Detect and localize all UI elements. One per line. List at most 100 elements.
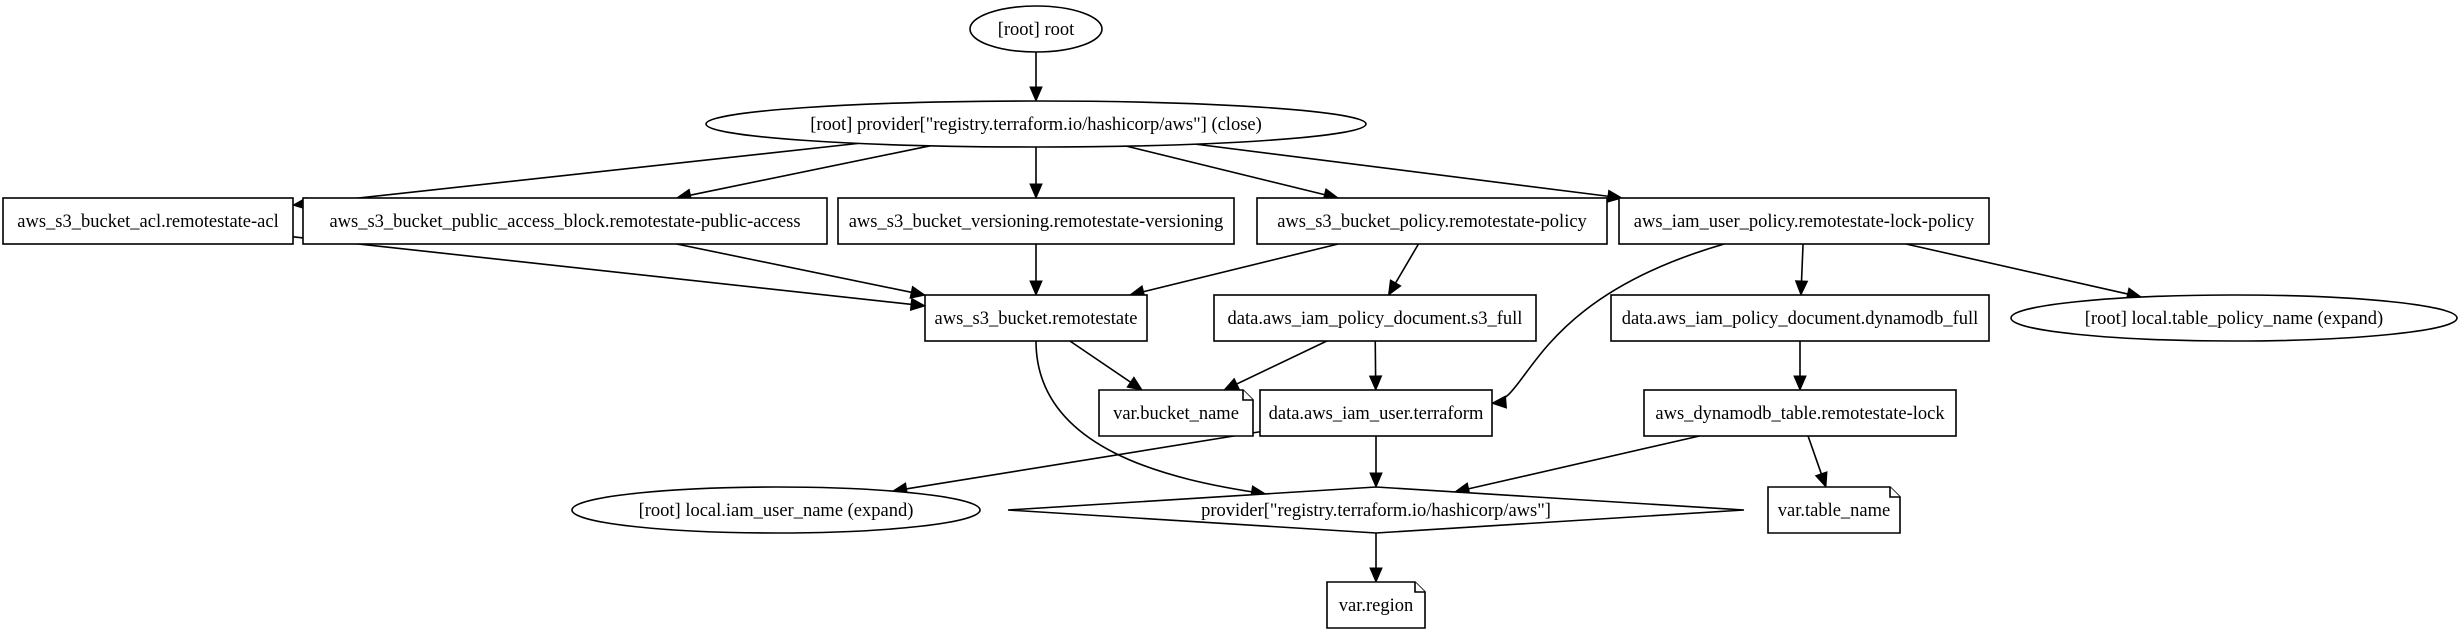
box-shape	[924, 294, 1148, 342]
arrowhead	[1490, 395, 1508, 409]
edge-path	[904, 430, 1261, 491]
edge-path	[1069, 340, 1133, 384]
edge-path	[1800, 243, 1804, 284]
arrowhead	[1606, 189, 1624, 203]
edge-bucket_policy-to-doc_s3	[1387, 243, 1420, 297]
node-local-iam-user: [root] local.iam_user_name (expand)	[571, 486, 981, 534]
note-shape	[1326, 581, 1426, 629]
edge-path	[304, 142, 859, 205]
edge-iam_user_policy-to-local_table_policy	[1905, 243, 2143, 301]
edge-provider_close-to-iam_user_policy	[1195, 143, 1624, 203]
box-shape	[1643, 389, 1957, 437]
arrowhead	[1793, 375, 1807, 392]
edge-doc_s3-to-var_bucket	[1223, 340, 1328, 391]
ellipse-shape	[705, 100, 1367, 148]
node-layer: [root] root [root] provider["registry.ter…	[2, 5, 2458, 629]
edge-bucket_policy-to-bucket	[1128, 243, 1339, 299]
edge-provider-to-var_region	[1369, 533, 1383, 584]
edge-bucket_pab-to-bucket	[676, 243, 927, 299]
node-label: data.aws_iam_policy_document.dynamodb_fu…	[1622, 309, 1979, 329]
edge-dynamodb_table-to-var_table	[1807, 435, 1828, 489]
edge-provider_close-to-bucket_pab	[675, 145, 931, 202]
edge-path	[1905, 243, 2130, 296]
note-shape	[1767, 486, 1901, 534]
node-provider: provider["registry.terraform.io/hashicor…	[1007, 486, 1745, 534]
edge-path	[1466, 435, 1700, 491]
edge-dynamodb_table-to-provider	[1453, 435, 1700, 496]
edge-path	[1126, 145, 1327, 196]
node-local-table-policy: [root] local.table_policy_name (expand)	[2010, 294, 2458, 342]
node-label: aws_s3_bucket_public_access_block.remote…	[329, 212, 800, 232]
arrowhead	[1029, 86, 1043, 103]
edge-path	[292, 236, 914, 306]
node-provider-close: [root] provider["registry.terraform.io/h…	[705, 100, 1367, 148]
arrowhead	[1387, 279, 1402, 297]
arrowhead	[1814, 471, 1828, 489]
node-doc-dynamodb: data.aws_iam_policy_document.dynamodb_fu…	[1610, 294, 1990, 342]
node-bucket-policy: aws_s3_bucket_policy.remotestate-policy	[1256, 197, 1608, 245]
node-bucket-pab: aws_s3_bucket_public_access_block.remote…	[302, 197, 828, 245]
box-shape	[1259, 389, 1493, 437]
edge-path	[1807, 435, 1823, 476]
arrowhead	[1223, 377, 1241, 391]
node-label: aws_s3_bucket.remotestate	[935, 309, 1138, 329]
box-shape	[2, 197, 294, 245]
edge-path	[1393, 243, 1420, 286]
arrowhead	[909, 297, 927, 312]
ellipse-shape	[2010, 294, 2458, 342]
arrowhead	[1126, 376, 1144, 391]
edge-bucket_versioning-to-bucket	[1029, 244, 1043, 297]
box-shape	[302, 197, 828, 245]
edge-doc_s3-to-iam_user	[1368, 340, 1383, 392]
edge-provider_close-to-bucket_policy	[1126, 145, 1340, 202]
arrowhead	[1368, 375, 1383, 392]
node-label: aws_s3_bucket_policy.remotestate-policy	[1277, 212, 1587, 232]
node-doc-s3: data.aws_iam_policy_document.s3_full	[1213, 294, 1537, 342]
arrowhead	[1029, 183, 1043, 200]
node-label: [root] local.iam_user_name (expand)	[639, 501, 914, 521]
edge-doc_dynamodb-to-dynamodb_table	[1793, 341, 1807, 392]
edge-path	[1141, 243, 1339, 293]
arrowhead	[1369, 567, 1383, 584]
node-label: aws_s3_bucket_versioning.remotestate-ver…	[849, 212, 1224, 232]
note-fold	[1242, 390, 1253, 401]
edge-path	[688, 145, 931, 197]
ellipse-shape	[969, 5, 1103, 53]
node-label: var.region	[1339, 596, 1414, 616]
ellipse-shape	[571, 486, 981, 534]
note-fold	[1889, 487, 1900, 498]
edge-path	[1195, 143, 1611, 198]
diamond-shape	[1007, 486, 1745, 534]
arrowhead	[1794, 280, 1809, 297]
node-label: aws_s3_bucket_acl.remotestate-acl	[17, 212, 278, 232]
box-shape	[1256, 197, 1608, 245]
edge-root_root-to-provider_close	[1029, 52, 1043, 103]
node-label: var.table_name	[1778, 501, 1891, 521]
node-label: aws_dynamodb_table.remotestate-lock	[1655, 404, 1945, 424]
node-var-region: var.region	[1326, 581, 1426, 629]
edge-path	[1035, 340, 1266, 495]
node-label: provider["registry.terraform.io/hashicor…	[1201, 501, 1551, 521]
node-label: data.aws_iam_user.terraform	[1269, 404, 1484, 424]
edge-path	[676, 243, 914, 294]
node-label: var.bucket_name	[1113, 404, 1239, 424]
edge-iam_user-to-provider	[1369, 436, 1383, 489]
node-bucket-versioning: aws_s3_bucket_versioning.remotestate-ver…	[837, 197, 1235, 245]
edge-iam_user-to-local_iam_user	[891, 430, 1261, 496]
node-label: [root] local.table_policy_name (expand)	[2085, 309, 2383, 329]
arrowhead	[1029, 280, 1043, 297]
node-iam-user: data.aws_iam_user.terraform	[1259, 389, 1493, 437]
edge-path	[1234, 340, 1328, 386]
node-bucket-acl: aws_s3_bucket_acl.remotestate-acl	[2, 197, 294, 245]
edge-iam_user_policy-to-iam_user	[1490, 243, 1725, 409]
arrowhead	[1369, 472, 1383, 489]
edge-iam_user_policy-to-doc_dynamodb	[1794, 243, 1809, 297]
arrowhead	[909, 285, 927, 299]
node-dynamodb-table: aws_dynamodb_table.remotestate-lock	[1643, 389, 1957, 437]
edge-provider_close-to-bucket_versioning	[1029, 147, 1043, 200]
node-root-root: [root] root	[969, 5, 1103, 53]
edge-layer	[291, 52, 2143, 584]
node-label: [root] root	[998, 20, 1075, 40]
